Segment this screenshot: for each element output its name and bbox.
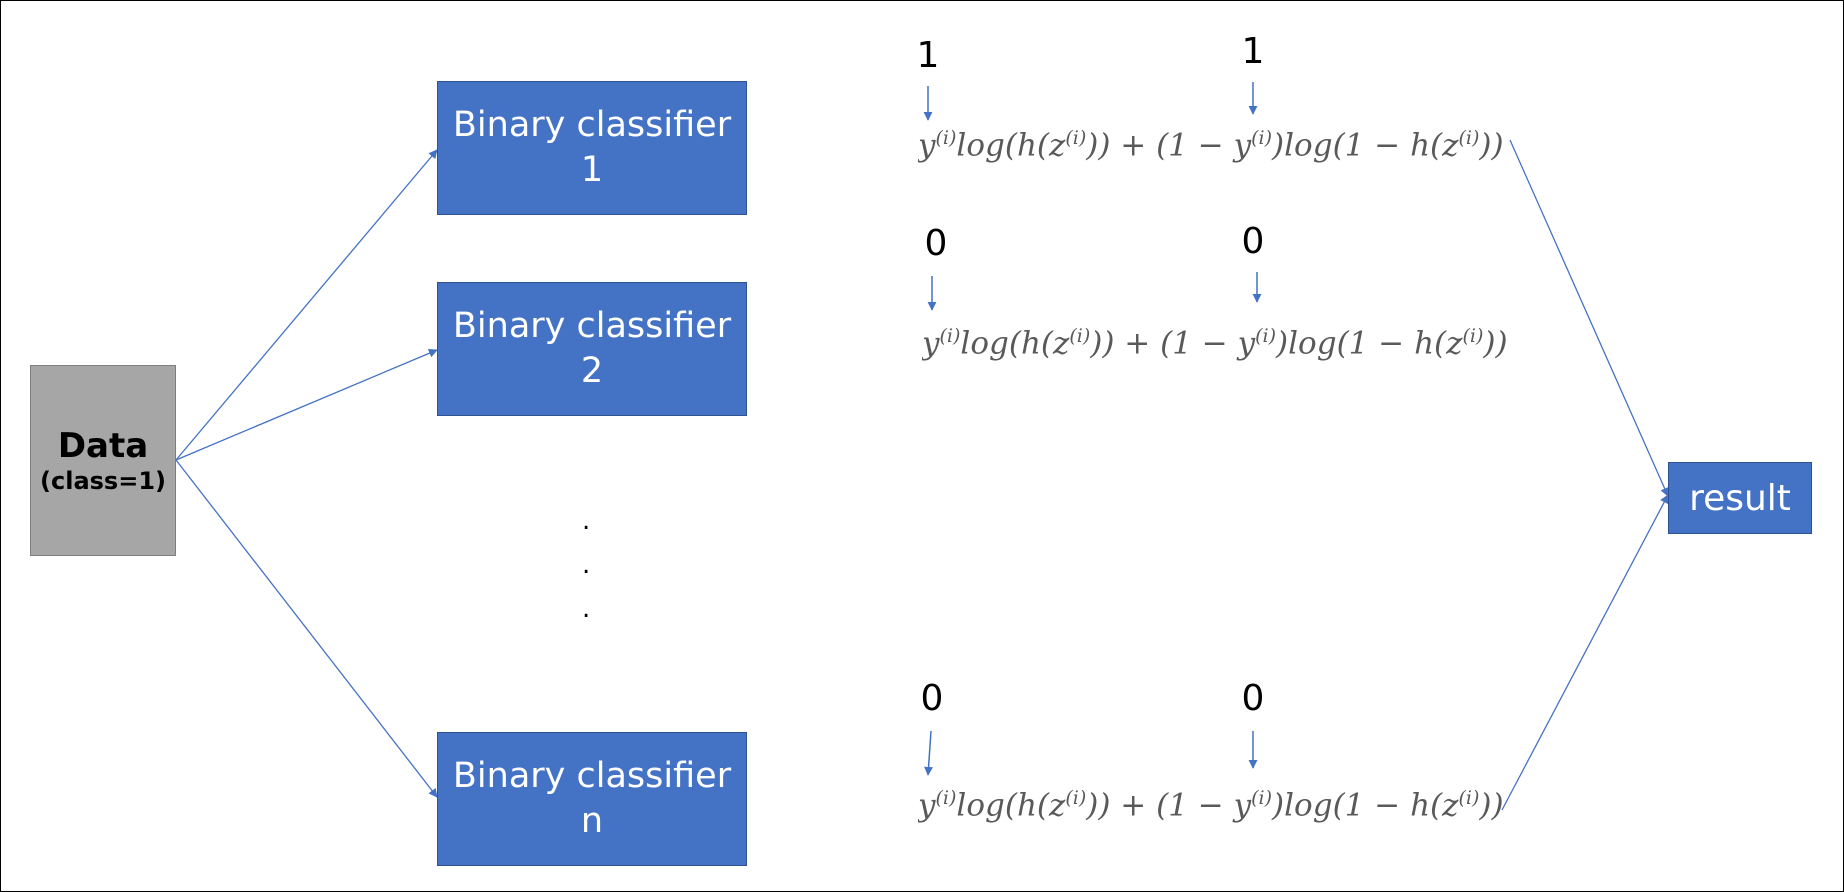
binary-classifier-n: Binary classifier n xyxy=(437,732,747,866)
formula-part: log(h(z xyxy=(960,325,1070,362)
row2-left-label: 0 xyxy=(924,223,948,264)
arrow-row1-to-result xyxy=(1509,139,1669,497)
formula-part: )) xyxy=(1479,127,1504,164)
arrow-data-to-classifier-n xyxy=(175,459,438,798)
formula-part: )log(1 − h(z xyxy=(1272,127,1459,164)
formula-part: )log(1 − h(z xyxy=(1276,325,1463,362)
log-loss-formula-row2: y(i)log(h(z(i))) + (1 − y(i))log(1 − h(z… xyxy=(922,310,1510,362)
data-node-title: Data xyxy=(57,425,149,466)
classifier-index: 2 xyxy=(580,351,604,391)
row2-right-label: 0 xyxy=(1241,221,1265,262)
classifier-label: Binary classifier xyxy=(452,756,732,796)
data-node-subtitle: (class=1) xyxy=(40,466,166,495)
row3-right-label: 0 xyxy=(1241,678,1265,719)
formula-part: )log(1 − h(z xyxy=(1272,787,1459,824)
result-node: result xyxy=(1668,462,1812,534)
formula-y: y xyxy=(918,127,936,164)
ellipsis-dot: . xyxy=(582,594,591,624)
formula-index: (i) xyxy=(1069,325,1091,347)
formula-index: (i) xyxy=(1065,127,1087,149)
row1-right-label: 1 xyxy=(1241,31,1265,72)
formula-index: (i) xyxy=(1255,325,1277,347)
formula-index: (i) xyxy=(1458,787,1480,809)
log-loss-formula-row1: y(i)log(h(z(i))) + (1 − y(i))log(1 − h(z… xyxy=(918,112,1506,164)
row1-left-label: 1 xyxy=(916,35,940,76)
formula-index: (i) xyxy=(935,787,957,809)
ellipsis-dot: . xyxy=(582,506,591,536)
formula-part: log(h(z xyxy=(956,787,1066,824)
formula-part: )) xyxy=(1483,325,1508,362)
formula-index: (i) xyxy=(1458,127,1480,149)
classifier-label: Binary classifier xyxy=(452,306,732,346)
classifier-index: n xyxy=(580,801,604,841)
arrow-row3-to-result xyxy=(1501,494,1669,811)
formula-index: (i) xyxy=(1065,787,1087,809)
formula-part: )) + (1 − y xyxy=(1086,127,1252,164)
formula-part: log(h(z xyxy=(956,127,1066,164)
formula-part: )) + (1 − y xyxy=(1086,787,1252,824)
result-label: result xyxy=(1689,477,1791,519)
formula-index: (i) xyxy=(1251,787,1273,809)
classifier-label: Binary classifier xyxy=(452,105,732,145)
formula-index: (i) xyxy=(1251,127,1273,149)
binary-classifier-2: Binary classifier 2 xyxy=(437,282,747,416)
formula-part: )) + (1 − y xyxy=(1090,325,1256,362)
data-node: Data (class=1) xyxy=(30,365,176,556)
classifier-index: 1 xyxy=(580,150,604,190)
label-arrow-row3-left xyxy=(924,730,934,776)
arrow-data-to-classifier-1 xyxy=(175,149,438,461)
arrow-data-to-classifier-2 xyxy=(175,348,438,461)
formula-index: (i) xyxy=(935,127,957,149)
log-loss-formula-row3: y(i)log(h(z(i))) + (1 − y(i))log(1 − h(z… xyxy=(918,772,1506,824)
formula-y: y xyxy=(918,787,936,824)
formula-part: )) xyxy=(1479,787,1504,824)
formula-index: (i) xyxy=(1462,325,1484,347)
row3-left-label: 0 xyxy=(920,678,944,719)
formula-y: y xyxy=(922,325,940,362)
ellipsis-dot: . xyxy=(582,550,591,580)
binary-classifier-1: Binary classifier 1 xyxy=(437,81,747,215)
formula-index: (i) xyxy=(939,325,961,347)
